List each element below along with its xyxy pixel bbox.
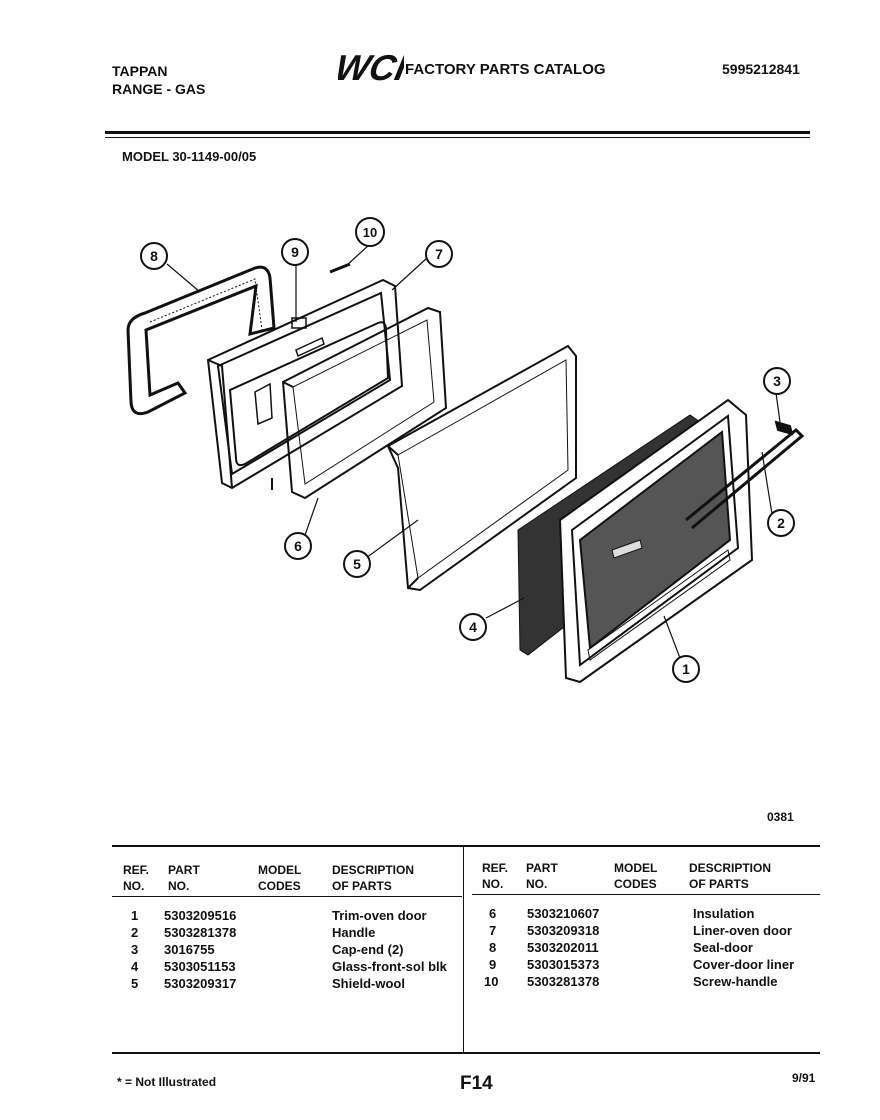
table-head-rule-left — [112, 896, 462, 897]
callout-10: 10 — [363, 225, 377, 240]
catalog-number: 5995212841 — [722, 61, 800, 77]
table-bottom-rule — [112, 1052, 820, 1054]
model-number: MODEL 30-1149-00/05 — [122, 149, 257, 164]
product-type: RANGE - GAS — [112, 81, 206, 97]
figure-code: 0381 — [767, 810, 794, 824]
callout-7: 7 — [435, 246, 443, 262]
callout-6: 6 — [294, 538, 302, 554]
table-divider — [463, 847, 464, 1052]
callout-2: 2 — [777, 515, 785, 531]
header-rule-thick — [105, 131, 810, 134]
liner-oven-door-part — [206, 278, 404, 490]
page-code: F14 — [460, 1073, 493, 1094]
callout-4: 4 — [469, 619, 477, 635]
table-head-rule-right — [472, 894, 820, 895]
cover-door-liner-part — [291, 317, 307, 329]
callout-3: 3 — [773, 373, 781, 389]
header-ref-right: REF.NO. — [482, 861, 509, 891]
header-ref-left: REF.NO. — [123, 863, 150, 893]
svg-text:WCI: WCI — [338, 48, 404, 86]
exploded-diagram: 1 2 3 4 5 6 7 8 9 10 — [126, 217, 805, 684]
callout-5: 5 — [353, 556, 361, 572]
catalog-title: FACTORY PARTS CATALOG — [405, 61, 606, 78]
handle-part — [685, 427, 805, 530]
trim-oven-door-part — [558, 398, 754, 684]
callout-9: 9 — [291, 244, 299, 260]
insulation-part — [281, 306, 448, 500]
cap-end-part — [774, 420, 794, 436]
callout-1: 1 — [682, 661, 690, 677]
seal-door-part — [126, 265, 276, 416]
header-rule-thin — [105, 137, 810, 138]
revision-date: 9/91 — [792, 1071, 816, 1085]
shield-wool-part — [386, 344, 577, 592]
table-top-rule — [112, 845, 820, 847]
footnote: * = Not Illustrated — [117, 1075, 217, 1089]
brand-name: TAPPAN — [112, 63, 168, 79]
callout-8: 8 — [150, 248, 158, 264]
wci-logo: WCI — [332, 47, 411, 88]
